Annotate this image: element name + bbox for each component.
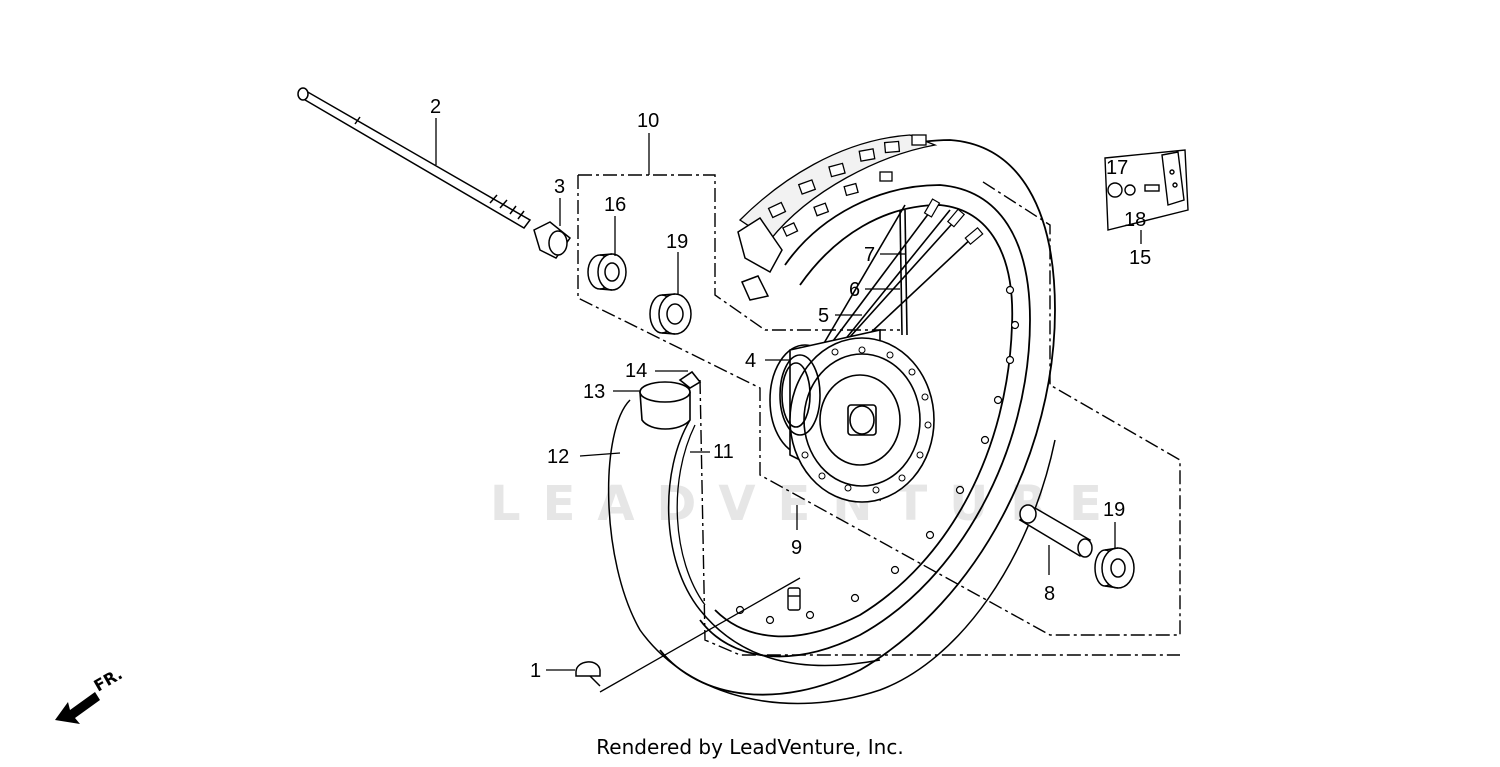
callout-17: 17 (1106, 157, 1128, 179)
callout-6: 6 (849, 279, 860, 301)
bearing-right-lower (1094, 547, 1135, 589)
callout-13: 13 (583, 381, 605, 403)
callout-10: 10 (637, 110, 659, 132)
bearing-right-upper (649, 293, 692, 335)
callout-18: 18 (1124, 209, 1146, 231)
footer-credit: Rendered by LeadVenture, Inc. (596, 735, 904, 759)
hub-flange-holes (801, 346, 932, 494)
bearing-left (587, 253, 627, 291)
callout-3: 3 (554, 176, 565, 198)
callout-labels: 1 2 3 4 5 6 7 8 9 10 11 12 13 14 15 16 1… (430, 96, 1151, 682)
callout-11: 11 (713, 441, 734, 463)
callout-19-upper: 19 (666, 231, 688, 253)
valve-stem (787, 587, 801, 611)
callout-2: 2 (430, 96, 441, 118)
flap-collar (639, 370, 702, 430)
callout-12: 12 (547, 446, 569, 468)
valve-cap (575, 661, 601, 687)
axle (297, 87, 532, 229)
callout-7: 7 (864, 244, 875, 266)
spokes (819, 204, 976, 353)
callout-16: 16 (604, 194, 626, 216)
distance-collar (1018, 504, 1093, 558)
hub (769, 329, 935, 503)
spoke-nipples (923, 198, 984, 246)
callout-9: 9 (791, 537, 802, 559)
hardware-kit (1104, 149, 1189, 231)
leader-valve (599, 577, 801, 693)
axle-collar (533, 221, 572, 259)
callout-5: 5 (818, 305, 829, 327)
callout-4: 4 (745, 350, 756, 372)
tire-section (737, 216, 783, 301)
tire-tread (738, 134, 938, 241)
callout-15: 15 (1129, 247, 1151, 269)
callout-19-lower: 19 (1103, 499, 1125, 521)
rim-band (676, 424, 706, 606)
callout-8: 8 (1044, 583, 1055, 605)
callout-14: 14 (625, 360, 647, 382)
assembly-boundary (577, 174, 1181, 656)
svg-text:FR.: FR. (91, 664, 126, 695)
front-direction-arrow: FR. (55, 664, 126, 724)
callout-1: 1 (530, 660, 541, 682)
leader-lines (435, 118, 1142, 671)
inner-tube (607, 399, 1056, 705)
